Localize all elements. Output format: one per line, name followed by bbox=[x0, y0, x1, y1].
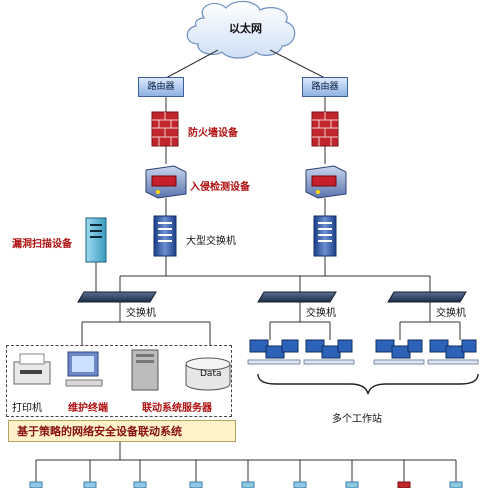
core-switch-icon bbox=[153, 215, 177, 257]
ids-label: 入侵检测设备 bbox=[190, 182, 250, 193]
workstation-brace bbox=[257, 373, 479, 395]
firewall-icon bbox=[311, 111, 339, 147]
router-right: 路由器 bbox=[302, 77, 348, 97]
vuln-scanner-icon bbox=[85, 217, 107, 263]
workstations-label: 多个工作站 bbox=[332, 414, 382, 425]
switch-label-middle: 交换机 bbox=[306, 308, 336, 319]
access-switch-icon bbox=[387, 291, 467, 303]
core-switch-label: 大型交换机 bbox=[186, 236, 236, 247]
printer-icon bbox=[13, 353, 51, 385]
maint-terminal-label: 维护终端 bbox=[68, 403, 108, 414]
linkage-server-label: 联动系统服务器 bbox=[142, 403, 212, 414]
server-tower-icon bbox=[131, 349, 159, 391]
router-left: 路由器 bbox=[138, 77, 184, 97]
switch-label-left: 交换机 bbox=[126, 308, 156, 319]
wan-links bbox=[35, 49, 461, 488]
linkage-group-box bbox=[6, 345, 232, 417]
printer-label: 打印机 bbox=[12, 403, 42, 414]
firewall-label: 防火墙设备 bbox=[188, 128, 238, 139]
access-switch-icon bbox=[257, 291, 337, 303]
firewall-icon bbox=[151, 111, 179, 147]
ethernet-label: 以太网 bbox=[229, 22, 262, 35]
access-switch-icon bbox=[77, 291, 157, 303]
database-icon bbox=[185, 357, 231, 391]
linkage-system-title: 基于策略的网络安全设备联动系统 bbox=[8, 420, 236, 442]
ids-device-icon bbox=[305, 165, 347, 199]
ids-device-icon bbox=[145, 165, 187, 199]
vuln-scan-label: 漏洞扫描设备 bbox=[12, 239, 72, 250]
ethernet-cloud-icon bbox=[186, 0, 296, 59]
maintenance-terminal-icon bbox=[65, 351, 103, 387]
data-cylinder-label: Data bbox=[200, 369, 222, 379]
switch-label-right: 交换机 bbox=[436, 308, 466, 319]
bottom-device-icons bbox=[29, 481, 463, 488]
workstation-bases bbox=[247, 359, 479, 365]
workstation-icon bbox=[249, 339, 477, 359]
core-switch-icon bbox=[313, 215, 337, 257]
